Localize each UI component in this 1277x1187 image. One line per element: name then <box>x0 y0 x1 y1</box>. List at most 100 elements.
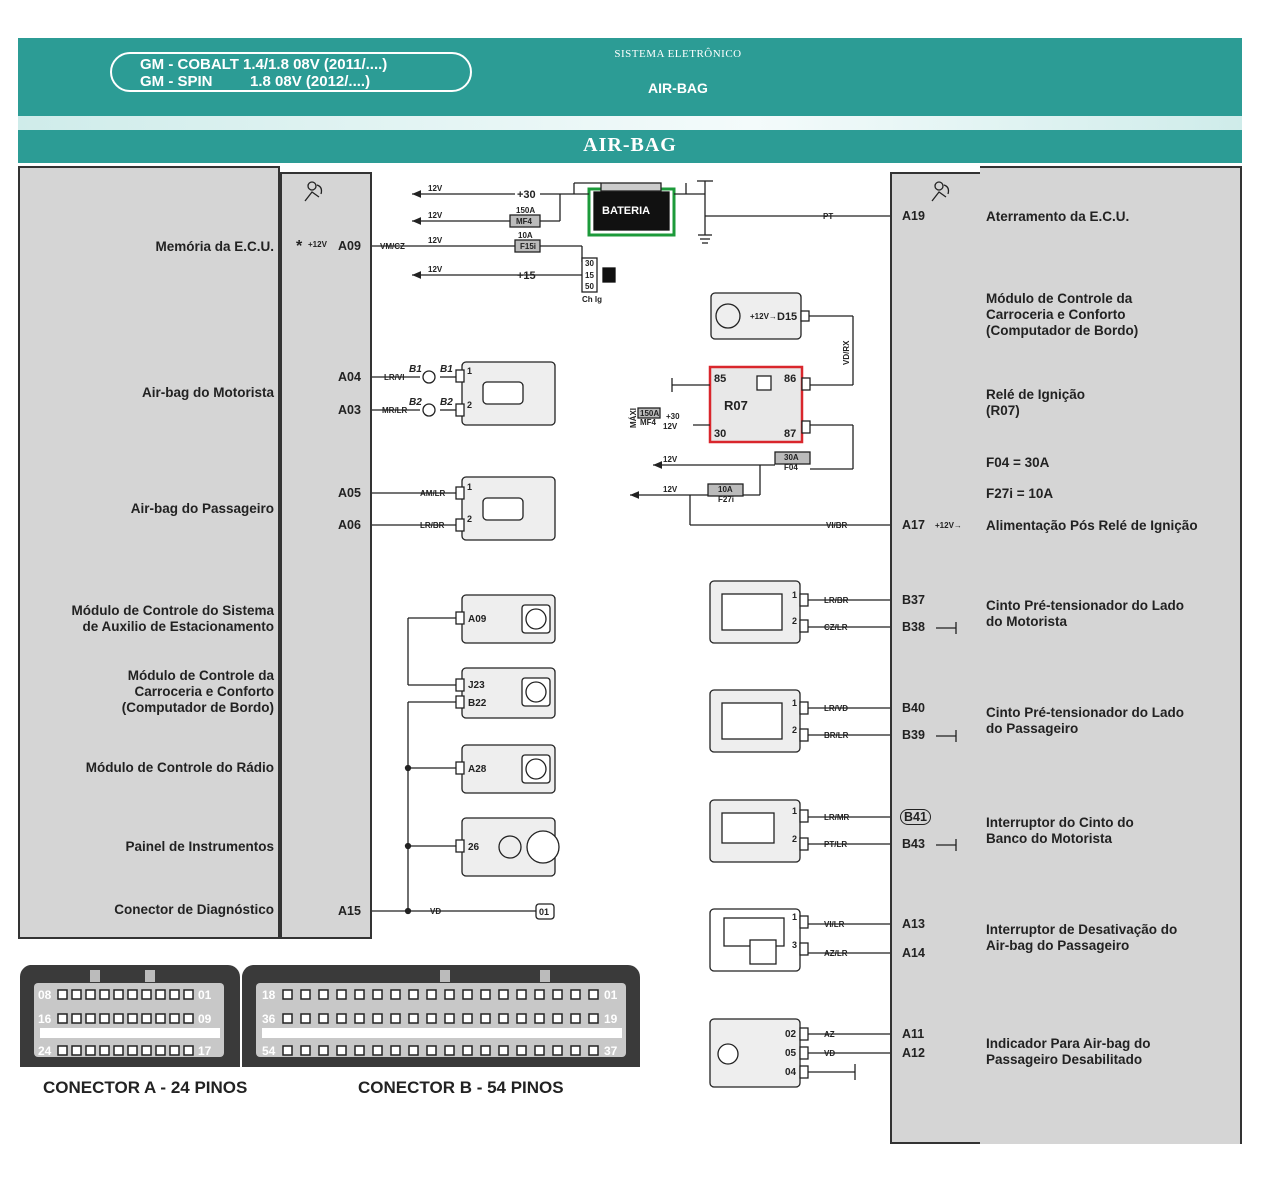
v12-6: 12V <box>663 485 678 494</box>
left-label-panel <box>18 166 280 939</box>
v12-1: 12V <box>428 184 443 193</box>
label-rele: Relé de Ignição (R07) <box>986 387 1086 418</box>
airbag-person-icon-right <box>931 181 950 202</box>
system-label: SISTEMA ELETRÔNICO <box>614 48 742 60</box>
label-f04: F04 = 30A <box>986 455 1050 470</box>
ignition-switch <box>581 257 598 293</box>
pin-2-sbs: 2 <box>792 834 797 844</box>
wire-a05: AM/LR <box>420 489 446 498</box>
fuse-f15i-label: F15i <box>520 242 536 251</box>
pin-b38: B38 <box>902 620 925 634</box>
label-estacionamento: Módulo de Controle do Sistema de Auxilio… <box>71 603 274 634</box>
label-memoria-ecu: Memória da E.C.U. <box>155 239 274 254</box>
ign-50: 50 <box>585 282 594 291</box>
pin-04: 04 <box>785 1067 797 1078</box>
pin-a09-module: A09 <box>468 614 487 625</box>
label-interruptor-cinto: Interruptor do Cinto do Banco do Motoris… <box>986 815 1134 846</box>
wire-a09: VM/CZ <box>380 242 405 251</box>
pin-a12: A12 <box>902 1046 925 1060</box>
system-title: AIR-BAG <box>648 80 708 96</box>
relay-30: 30 <box>714 428 726 440</box>
label-alimentacao: Alimentação Pós Relé de Ignição <box>986 518 1198 533</box>
wire-b43: PT/LR <box>824 840 847 849</box>
wire-a15: VD <box>430 907 441 916</box>
connector-a-caption: CONECTOR A - 24 PINOS <box>43 1078 248 1097</box>
wire-b40: LR/VD <box>824 704 848 713</box>
fuse-f04-amp: 30A <box>784 453 799 462</box>
vehicle-box: GM - COBALT 1.4/1.8 08V (2011/....) GM -… <box>110 52 472 92</box>
v12-5: 12V <box>663 455 678 464</box>
fuse-f04 <box>774 451 811 465</box>
right-label-panel <box>980 166 1242 1144</box>
wire-a06: LR/BR <box>420 521 445 530</box>
label-cinto-motorista: Cinto Pré-tensionador do Lado do Motoris… <box>986 598 1184 629</box>
relay-plus30: +30 <box>666 412 680 421</box>
label-f27i: F27i = 10A <box>986 486 1054 501</box>
fuse-f15i <box>514 239 541 253</box>
pin-a17: A17 <box>902 518 925 532</box>
pin-3-pds: 3 <box>792 940 797 950</box>
fuse-mf4-maxi-amp: 150A <box>640 409 659 418</box>
wire-a03: MR/LR <box>382 406 408 415</box>
connector-b-caption: CONECTOR B - 54 PINOS <box>358 1078 564 1097</box>
arrow12-d15: +12V→ <box>750 312 777 321</box>
label-b2-b: B2 <box>440 397 453 408</box>
pin-1-ptd: 1 <box>792 590 797 600</box>
star-a09: * <box>296 238 303 255</box>
maxi-label: MÁXI <box>629 408 638 428</box>
label-airbag-passageiro: Air-bag do Passageiro <box>130 501 274 516</box>
wire-a17: VI/BR <box>826 521 848 530</box>
wire-b37: LR/BR <box>824 596 849 605</box>
label-cinto-passageiro: Cinto Pré-tensionador do Lado do Passage… <box>986 705 1184 736</box>
vehicle-line-1: GM - COBALT 1.4/1.8 08V (2011/....) <box>140 56 388 73</box>
airbag-person-icon <box>304 181 323 202</box>
pin-1-passenger: 1 <box>467 482 472 492</box>
wire-a04: LR/VI <box>384 373 404 382</box>
pin-j23: J23 <box>468 680 485 691</box>
fuse-f15i-amp: 10A <box>518 231 533 240</box>
relay-86: 86 <box>784 373 796 385</box>
pin-b39: B39 <box>902 728 925 742</box>
pin-2-ptp: 2 <box>792 725 797 735</box>
pin-1-driver: 1 <box>467 366 472 376</box>
pin-05: 05 <box>785 1048 797 1059</box>
label-b2-a: B2 <box>409 397 422 408</box>
pin-02: 02 <box>785 1029 797 1040</box>
label-plus30: +30 <box>517 189 536 201</box>
ign-15: 15 <box>585 271 594 280</box>
wire-b38: CZ/LR <box>824 623 848 632</box>
wire-d15: VD/RX <box>842 340 851 365</box>
pin-a14: A14 <box>902 946 925 960</box>
right-ecu-strip <box>890 172 982 1144</box>
pin-b37: B37 <box>902 593 925 607</box>
pin-a04: A04 <box>338 370 361 384</box>
wire-a14: AZ/LR <box>824 949 848 958</box>
label-desativacao: Interruptor de Desativação do Air-bag do… <box>986 922 1178 953</box>
battery-icon <box>593 191 670 231</box>
wire-a11: AZ <box>824 1030 835 1039</box>
wire-a12: VD <box>824 1049 835 1058</box>
header-stripe <box>18 116 1242 130</box>
v12-3: 12V <box>428 236 443 245</box>
label-aterramento: Aterramento da E.C.U. <box>986 209 1130 224</box>
label-plus15: +15 <box>517 270 536 282</box>
plus12-a09: +12V <box>308 240 328 249</box>
pin-diag-01: 01 <box>539 907 549 917</box>
arrow12-a17: +12V→ <box>935 521 962 530</box>
pin-2-ptd: 2 <box>792 616 797 626</box>
fuse-mf4 <box>509 214 541 228</box>
fuse-mf4-maxi <box>637 407 661 419</box>
label-indicador: Indicador Para Air-bag do Passageiro Des… <box>986 1036 1151 1067</box>
battery-label: BATERIA <box>602 205 650 217</box>
key-icon <box>602 267 616 283</box>
pin-a15: A15 <box>338 904 361 918</box>
pin-2-passenger: 2 <box>467 514 472 524</box>
pin-a06: A06 <box>338 518 361 532</box>
pin-a28: A28 <box>468 764 487 775</box>
header-banner: GM - COBALT 1.4/1.8 08V (2011/....) GM -… <box>18 38 1242 163</box>
label-diagnostico: Conector de Diagnóstico <box>114 902 274 917</box>
section-title: AIR-BAG <box>583 134 677 156</box>
pin-a05: A05 <box>338 486 361 500</box>
ign-30: 30 <box>585 259 594 268</box>
